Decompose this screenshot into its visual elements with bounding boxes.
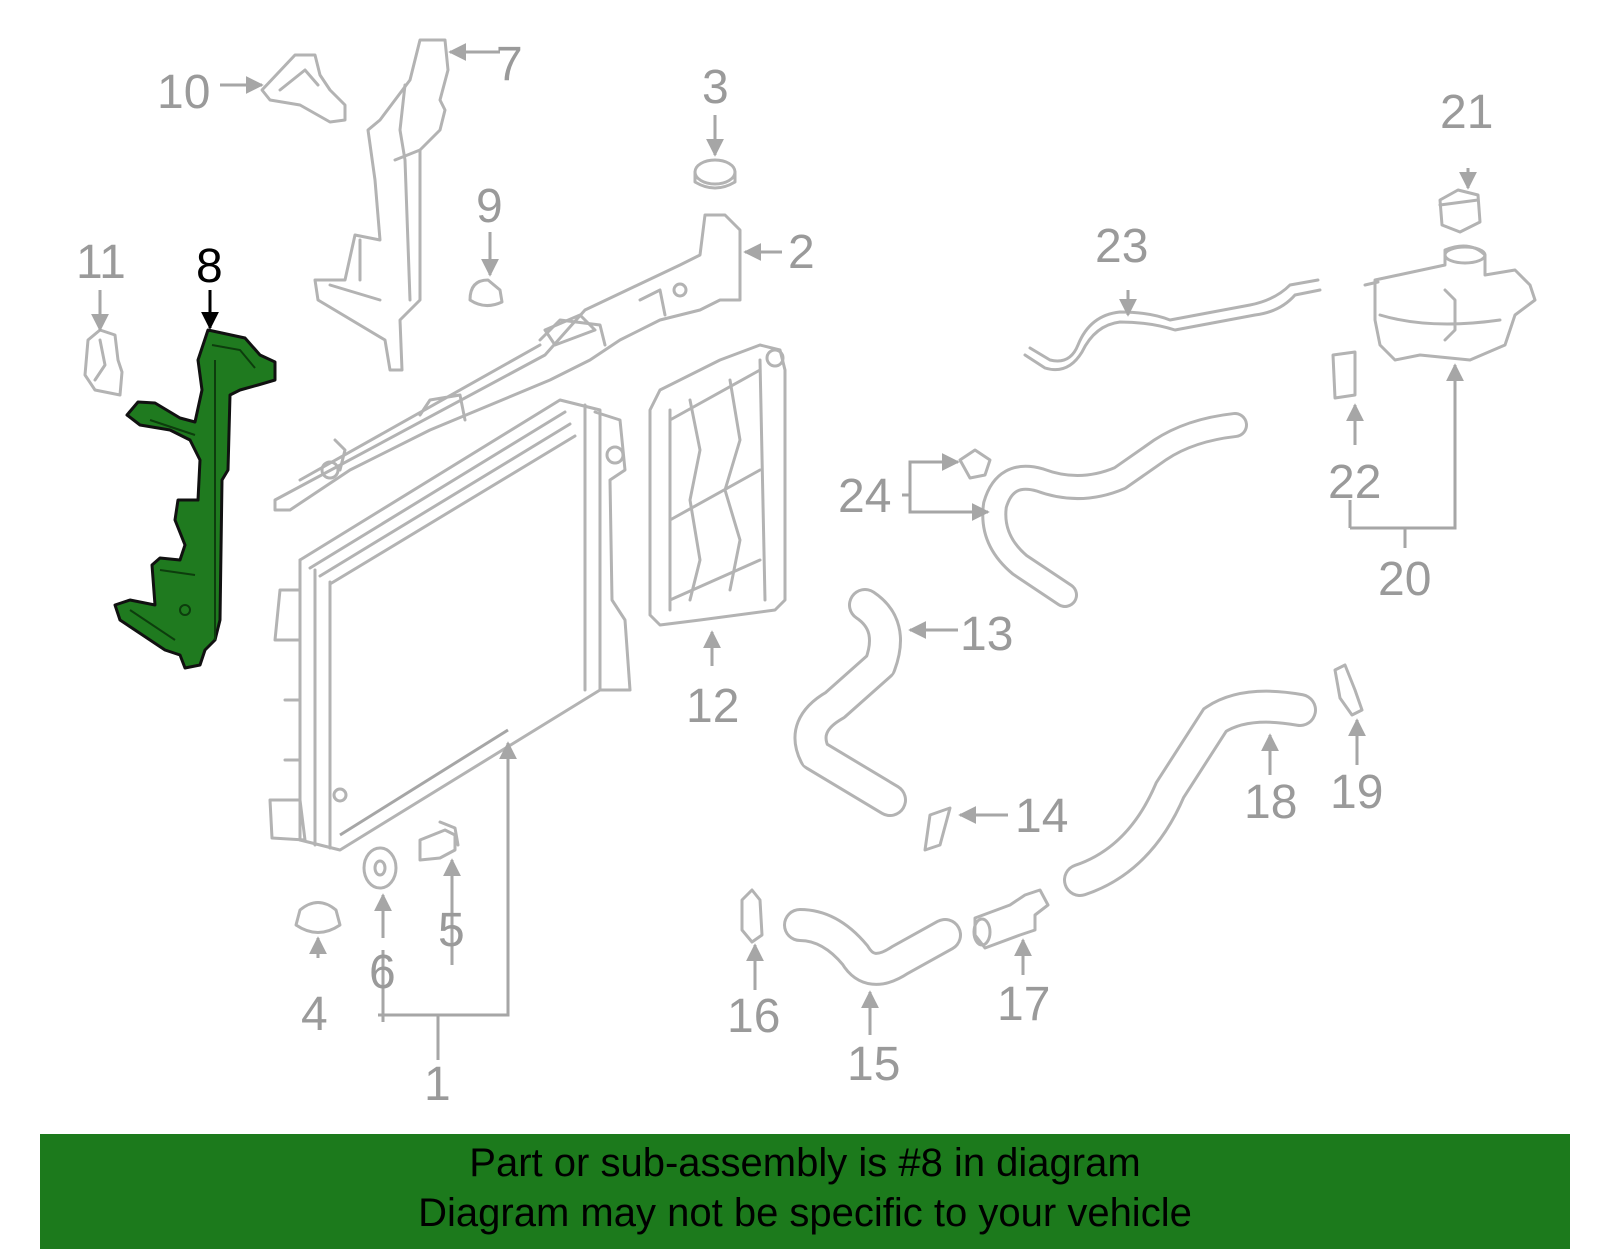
hose-18-part[interactable] [1063, 689, 1317, 897]
hose-23-part[interactable] [1023, 278, 1322, 372]
banner-line-1: Part or sub-assembly is #8 in diagram [469, 1141, 1141, 1185]
mount-insulator-3-part[interactable] [693, 158, 737, 190]
callout-23: 23 [1095, 220, 1148, 273]
callout-22: 22 [1328, 456, 1381, 509]
callout-7: 7 [496, 38, 523, 91]
callout-labels: 1 2 3 4 5 6 7 8 9 10 11 12 13 14 15 16 1… [76, 38, 1493, 1111]
callout-19: 19 [1330, 766, 1383, 819]
seal-10-part[interactable] [260, 53, 347, 124]
air-guide-7-part[interactable] [313, 38, 450, 372]
upper-hose-13-part[interactable] [793, 588, 907, 817]
grommet-4-part[interactable] [294, 901, 342, 934]
hose-24-part[interactable] [958, 412, 1248, 608]
washer-6-part[interactable] [362, 846, 398, 890]
label-22-part[interactable] [1331, 350, 1357, 400]
callout-16: 16 [727, 990, 780, 1043]
callout-12: 12 [686, 680, 739, 733]
air-guide-8-part[interactable] [113, 328, 277, 670]
callout-9: 9 [476, 180, 503, 233]
callout-5: 5 [438, 904, 465, 957]
callout-11: 11 [76, 236, 126, 289]
bolt-5-part[interactable] [418, 820, 460, 862]
callout-14: 14 [1015, 790, 1068, 843]
clip-9-part[interactable] [468, 278, 504, 307]
callout-13: 13 [960, 608, 1013, 661]
callout-8: 8 [196, 240, 223, 293]
cap-21-part[interactable] [1438, 188, 1482, 234]
callout-15: 15 [847, 1038, 900, 1091]
leader-lines [91, 43, 1477, 1060]
clamp-14-part[interactable] [923, 806, 952, 852]
connector-17-part[interactable] [972, 888, 1050, 950]
info-banner: Part or sub-assembly is #8 in diagram Di… [40, 1134, 1570, 1249]
callout-24: 24 [838, 470, 891, 523]
upper-support-part[interactable] [273, 213, 742, 512]
radiator-part[interactable] [268, 398, 632, 852]
lower-hose-15-part[interactable] [783, 908, 962, 986]
callout-1: 1 [424, 1058, 451, 1111]
callout-2: 2 [788, 226, 815, 279]
callout-4: 4 [301, 988, 328, 1041]
banner-line-2: Diagram may not be specific to your vehi… [418, 1191, 1192, 1235]
callout-10: 10 [157, 66, 210, 119]
callout-6: 6 [369, 946, 396, 999]
bracket-11-part[interactable] [83, 328, 124, 397]
callout-21: 21 [1440, 86, 1493, 139]
clamp-19-part[interactable] [1333, 663, 1364, 717]
reservoir-tank-20-part[interactable] [1363, 244, 1537, 362]
callout-3: 3 [702, 61, 729, 114]
callout-18: 18 [1244, 776, 1297, 829]
callout-20: 20 [1378, 553, 1431, 606]
callout-17: 17 [997, 978, 1050, 1031]
clamp-16-part[interactable] [740, 888, 764, 944]
fan-shroud-12-part[interactable] [648, 343, 787, 627]
